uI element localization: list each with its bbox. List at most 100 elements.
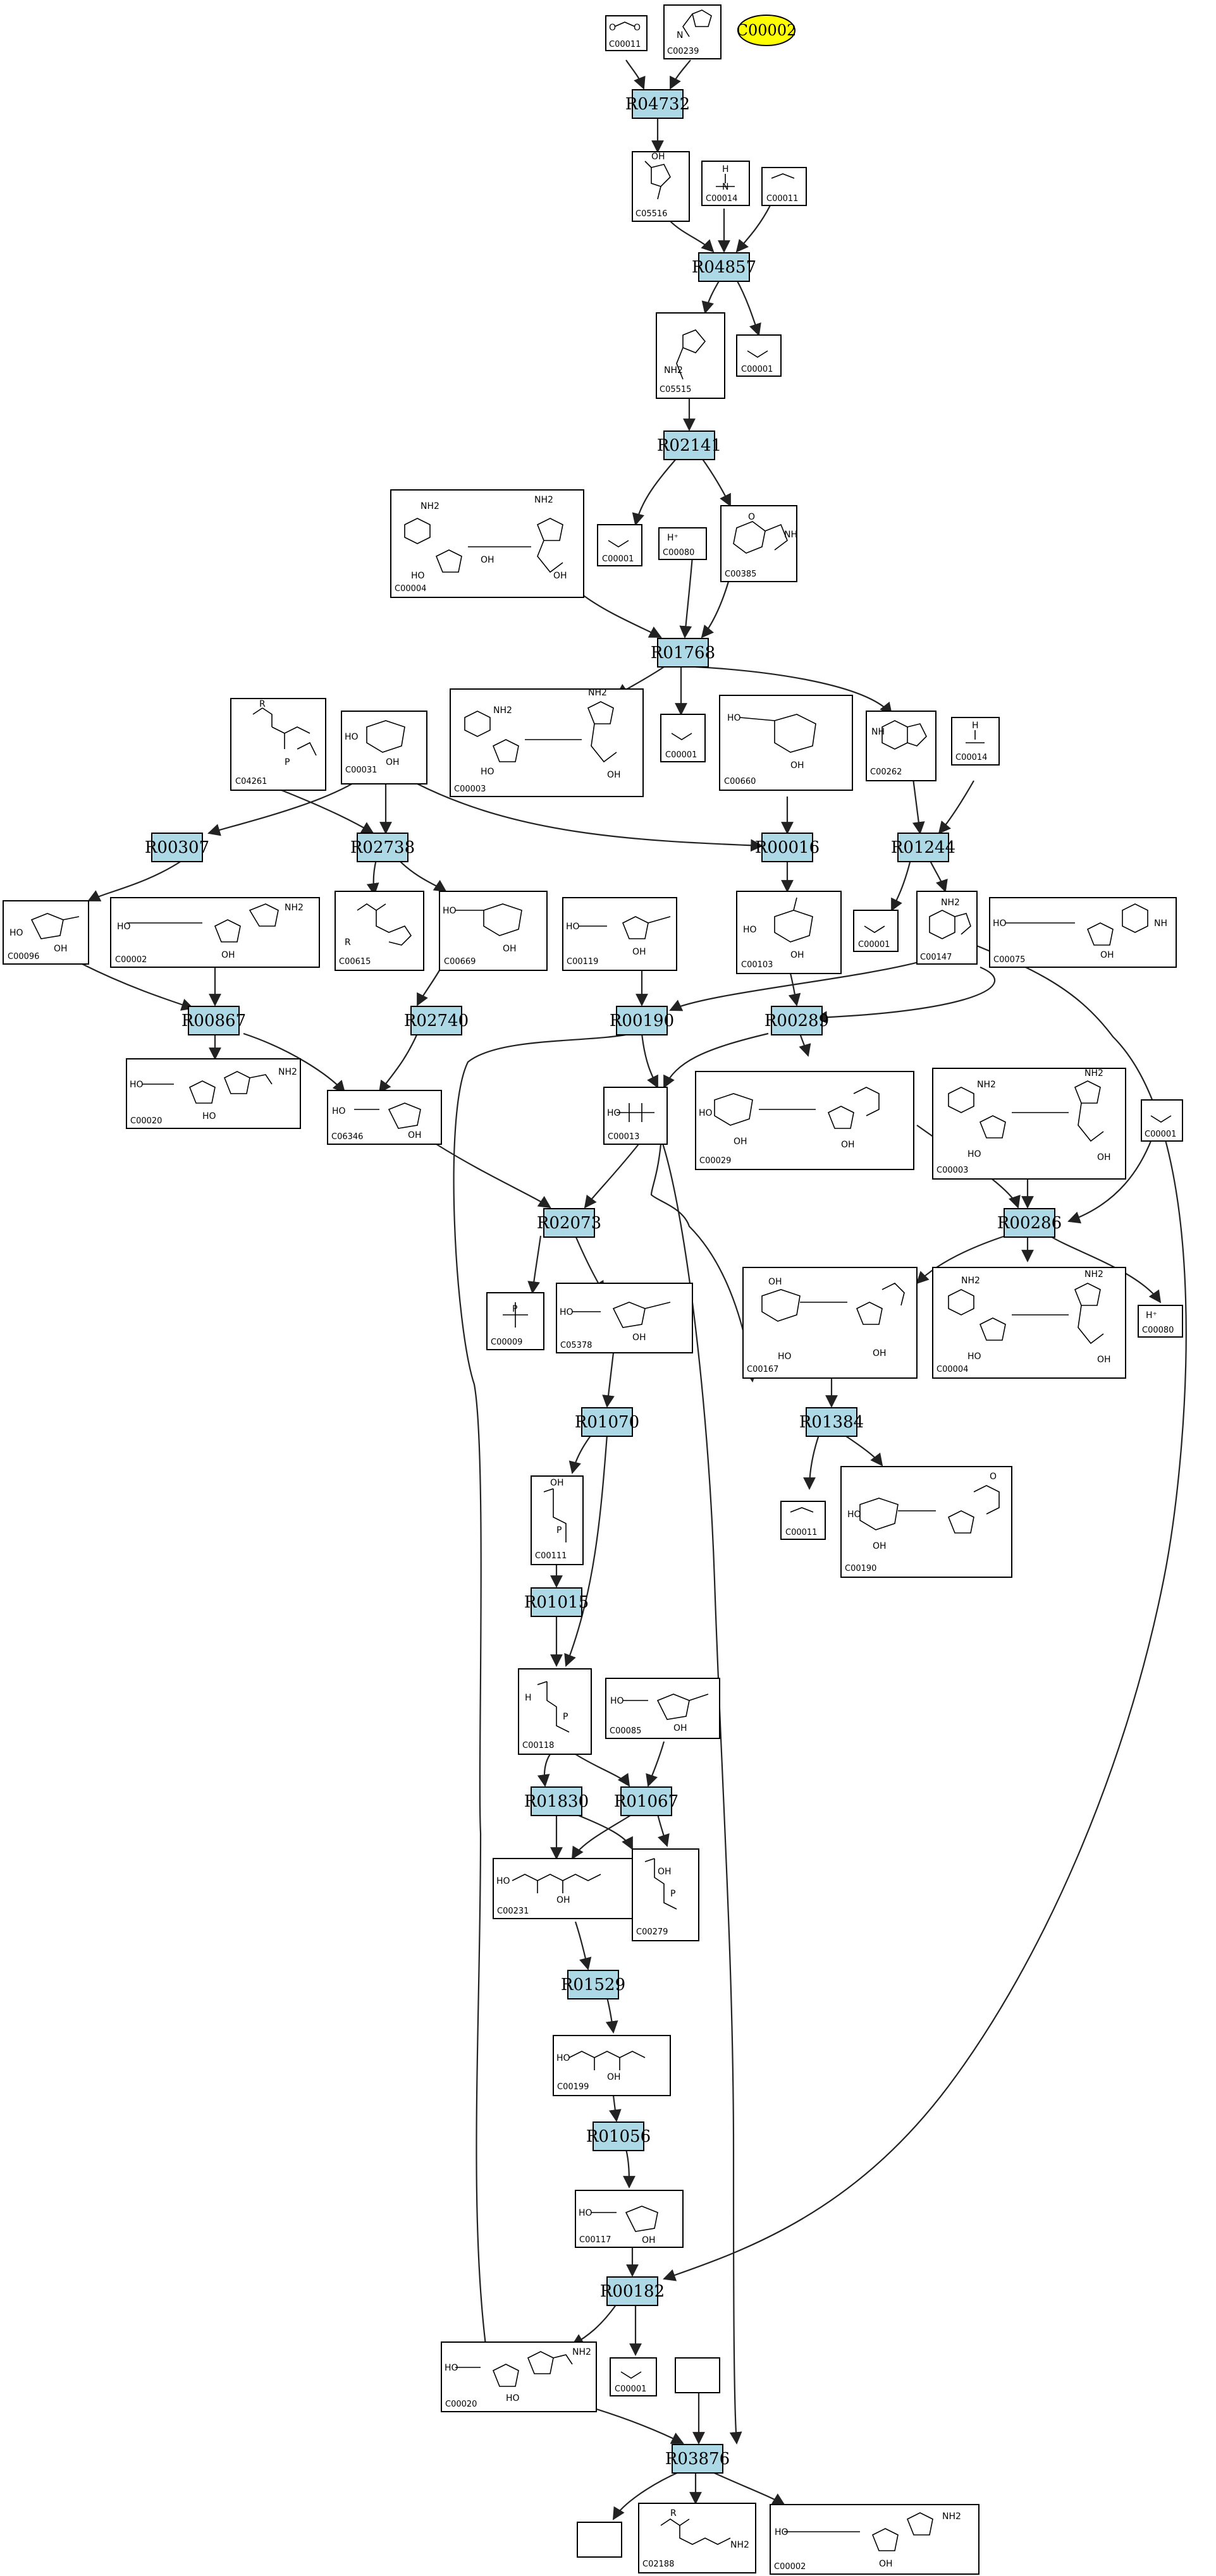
compound-node[interactable]: H C00014 [951,717,1000,766]
compound-node[interactable]: HO O OH C00190 [840,1466,1012,1578]
compound-node[interactable]: HO NH2 HO C00020 [441,2341,597,2412]
compound-node[interactable]: HO OH C00085 [605,1678,720,1739]
reaction-label: R01768 [651,644,715,662]
reaction-node[interactable]: R01529 [561,1970,625,1999]
compound-node[interactable]: C00011 [761,167,807,206]
compound-node[interactable]: C00001 [610,2357,657,2396]
compound-node[interactable]: OH HO OH C00167 [742,1267,918,1379]
reaction-node[interactable]: R01830 [524,1786,589,1816]
compound-node[interactable]: C00001 [1141,1099,1183,1142]
atom-label: HO [556,2053,570,2063]
edge [625,59,646,90]
reaction-label: R00307 [145,838,209,857]
compound-node[interactable]: HO OH C00096 [3,900,89,965]
reaction-node[interactable]: R01244 [891,833,955,862]
compound-node[interactable]: R P C04261 [230,698,326,791]
reaction-node[interactable]: R00182 [600,2276,665,2306]
compound-node[interactable]: HO NH2 OH C00002 [110,897,320,968]
atom-label: HO [481,767,494,777]
compound-node[interactable]: NH2 NH2 HO OH C00004 [932,1267,1126,1379]
compound-node[interactable]: NH2 C00147 [916,891,978,965]
compound-node[interactable]: HO NH2 OH C00002 [770,2504,980,2575]
reaction-node[interactable]: R01056 [586,2121,651,2151]
reaction-node[interactable]: R02740 [404,1006,469,1035]
atom-label: OH [503,944,517,954]
compound-node[interactable]: NH C00262 [866,711,937,781]
compound-node[interactable]: HO OH OH C00029 [695,1071,914,1170]
compound-node[interactable]: OH P C00111 [531,1475,584,1565]
compound-node[interactable]: C00001 [853,910,899,952]
atom-label: R [345,937,351,948]
reaction-node[interactable]: R00867 [181,1006,246,1035]
edge [701,279,720,314]
compound-node[interactable]: C00001 [736,334,782,377]
reaction-node[interactable]: R03876 [665,2444,730,2474]
edge [366,859,379,896]
reaction-node[interactable]: R02738 [350,833,415,862]
edge [799,1033,811,1057]
compound-node[interactable]: N C00239 [663,4,722,59]
compound-node[interactable]: NH2 NH2 HO OH C00003 [450,688,644,797]
atom-label: OH [632,1333,646,1343]
reaction-node[interactable]: R01070 [575,1407,639,1437]
reaction-node[interactable]: R01067 [614,1786,679,1816]
compound-node[interactable]: O O C00011 [605,15,648,51]
reaction-node[interactable]: R02073 [537,1208,601,1238]
reaction-node[interactable]: R00190 [610,1006,674,1035]
compound-node[interactable]: HO OH C05378 [556,1283,693,1353]
reaction-node[interactable]: R04732 [625,89,690,119]
edge [527,1235,542,1294]
edge [575,1754,630,1787]
compound-node[interactable]: H N C00014 [701,161,750,206]
reaction-node[interactable]: R00307 [145,833,209,862]
reaction-node[interactable]: R04857 [692,252,756,282]
reaction-node[interactable]: R00289 [765,1006,829,1035]
edge [453,1032,633,2356]
compound-node[interactable]: NH2 NH2 HO OH C00003 [932,1068,1126,1180]
compound-node[interactable]: HO NH OH C00075 [989,897,1177,968]
atom-label: NH2 [977,1080,996,1090]
compound-node[interactable]: HO OH C00119 [562,897,677,971]
edge [602,1352,615,1408]
edge [788,973,801,1006]
compound-node[interactable]: P C00009 [486,1292,544,1350]
start-node[interactable]: C00002 [737,15,797,46]
empty-compound-node[interactable] [675,2357,720,2393]
reaction-node[interactable]: R01015 [524,1587,589,1617]
compound-node[interactable]: C00001 [660,714,706,762]
compound-node[interactable]: HO OH C00669 [439,891,548,971]
reaction-node[interactable]: R01768 [651,638,715,668]
compound-node[interactable]: HO OH C00199 [553,2035,671,2096]
atom-label: OH [790,760,804,771]
compound-node[interactable]: NH2 NH2 OH HO OH C00004 [390,489,584,598]
compound-node[interactable]: OH P C00279 [632,1848,699,1941]
compound-node[interactable]: H⁺ C00080 [658,527,707,560]
reaction-node[interactable]: R01384 [799,1407,864,1437]
compound-id: C05515 [660,385,691,394]
compound-node[interactable]: HO OH C00103 [736,891,842,974]
compound-node[interactable]: R C00615 [335,891,424,971]
compound-node[interactable]: HO OH C00660 [719,695,853,791]
edge [650,1144,758,1383]
reaction-node[interactable]: R00016 [755,833,820,862]
compound-node[interactable]: C00011 [780,1501,826,1540]
compound-node[interactable]: O NH C00385 [720,505,797,582]
compound-node[interactable]: HO OH C00117 [575,2190,684,2248]
reaction-node[interactable]: R00286 [997,1208,1062,1238]
compound-id: C00231 [497,1907,529,1916]
compound-node[interactable]: NH2 C05515 [656,312,725,399]
compound-node[interactable]: H P C00118 [518,1668,592,1755]
atom-label: P [556,1525,562,1535]
compound-node[interactable]: HO NH2 HO C00020 [126,1058,301,1129]
compound-node[interactable]: C00001 [597,524,642,566]
compound-node[interactable]: HO OH C06346 [327,1090,442,1145]
compound-node[interactable]: R NH2 C02188 [638,2503,756,2573]
empty-compound-node[interactable] [577,2522,622,2558]
compound-node[interactable]: OH C05516 [632,151,690,222]
compound-node[interactable]: HO OH C00031 [341,711,427,784]
compound-node[interactable]: HO OH C00231 [493,1858,639,1919]
compound-node[interactable]: H⁺ C00080 [1138,1305,1183,1338]
reaction-node[interactable]: R02141 [657,430,722,460]
atom-label: OH [790,950,804,960]
compound-node[interactable]: HO C00013 [603,1087,668,1145]
